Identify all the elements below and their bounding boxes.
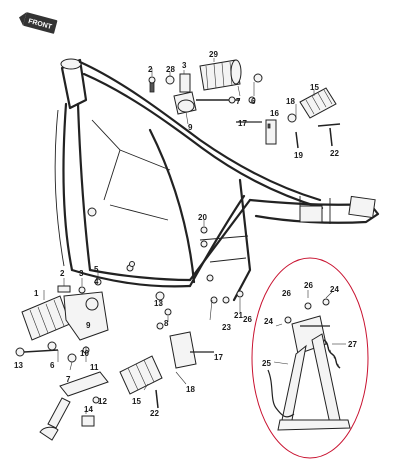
front-direction-badge: FRONT (19, 12, 58, 34)
callout-20: 20 (198, 213, 207, 222)
callout-10: 10 (80, 349, 89, 358)
left-footpeg-assembly (15, 278, 109, 441)
callout-17-lower: 17 (214, 353, 223, 362)
callout-7-left: 7 (66, 375, 71, 384)
callout-18-lower: 18 (186, 385, 195, 394)
callout-25: 25 (262, 359, 271, 368)
callout-26-center: 26 (243, 315, 252, 324)
callout-29: 29 (209, 50, 218, 59)
center-lower-assembly (119, 226, 244, 409)
center-stand-assembly (251, 257, 369, 459)
highlight-ellipse (251, 257, 369, 459)
motorcycle-frame (54, 58, 380, 302)
callout-22-lower: 22 (150, 409, 159, 418)
callout-11: 11 (90, 363, 99, 372)
callout-19: 19 (294, 151, 303, 160)
callout-18-top: 18 (286, 97, 295, 106)
top-pedal-assembly (148, 59, 341, 149)
callout-8: 8 (164, 319, 169, 328)
callout-9-top: 9 (188, 123, 193, 132)
callout-13-center: 13 (154, 299, 163, 308)
callout-14: 14 (84, 405, 93, 414)
callout-28: 28 (166, 65, 175, 74)
callout-9-left: 9 (86, 321, 91, 330)
callout-24-right: 24 (330, 285, 339, 294)
callout-22-top: 22 (330, 149, 339, 158)
callout-6-top: 6 (251, 97, 256, 106)
callout-16: 16 (270, 109, 279, 118)
callout-6-left: 6 (50, 361, 55, 370)
callout-23: 23 (222, 323, 231, 332)
callout-7-top: 7 (236, 97, 241, 106)
callout-4: 4 (94, 277, 99, 286)
callout-24: 24 (264, 317, 273, 326)
callout-12: 12 (98, 397, 107, 406)
callout-26-right-left: 26 (282, 289, 291, 298)
callout-13-left: 13 (14, 361, 23, 370)
callout-15-top: 15 (310, 83, 319, 92)
callout-27: 27 (348, 340, 357, 349)
callout-15-lower: 15 (132, 397, 141, 406)
callout-26-right: 26 (304, 281, 313, 290)
leader-lines (43, 58, 346, 414)
callout-2-left: 2 (60, 269, 65, 278)
callout-5: 5 (94, 265, 99, 274)
callout-17-top: 17 (238, 119, 247, 128)
callout-3-left: 3 (79, 269, 84, 278)
callout-21: 21 (234, 311, 243, 320)
callout-2-top: 2 (148, 65, 153, 74)
callout-labels: 29 2 28 3 7 6 9 17 16 18 15 19 22 20 2 3… (14, 50, 357, 418)
callout-1: 1 (34, 289, 39, 298)
callout-3-top: 3 (182, 61, 187, 70)
